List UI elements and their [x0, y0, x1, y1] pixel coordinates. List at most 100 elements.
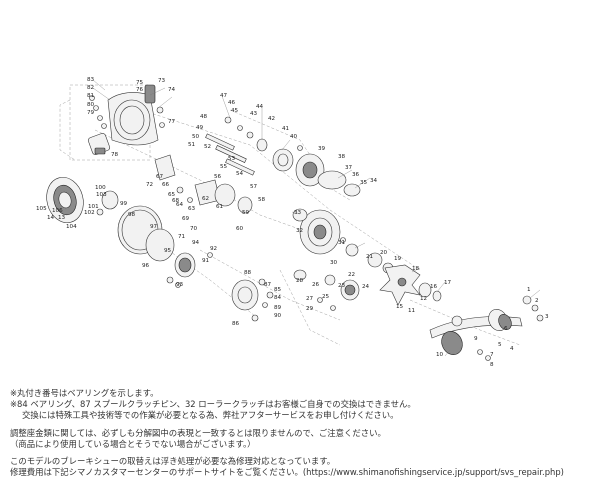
- note-service-request: 交換には特殊工具や技術等での作業が必要となる為、弊社アフターサービスをお申し付け…: [22, 410, 399, 420]
- part-label-44: 44: [256, 104, 264, 110]
- part-label-55: 55: [220, 164, 228, 170]
- part-label-86: 86: [232, 321, 240, 327]
- side-plate-assembly: [46, 177, 213, 288]
- part-label-12: 12: [420, 296, 427, 302]
- part-label-47: 47: [220, 93, 228, 99]
- part-label-97: 97: [150, 224, 158, 230]
- part-label-16: 16: [430, 284, 438, 290]
- part-label-99: 99: [120, 201, 128, 207]
- part-label-49: 49: [196, 125, 204, 131]
- part-label-10: 10: [436, 352, 444, 358]
- part-label-45: 45: [231, 108, 239, 114]
- part-label-80: 80: [87, 102, 95, 108]
- part-label-30: 30: [330, 260, 338, 266]
- part-label-67: 67: [156, 174, 164, 180]
- part-label-33: 33: [294, 210, 302, 216]
- part-label-29: 29: [306, 306, 314, 312]
- part-label-98: 98: [128, 212, 136, 218]
- part-label-21: 21: [366, 254, 374, 260]
- part-label-51: 51: [188, 142, 196, 148]
- part-label-19: 19: [394, 256, 402, 262]
- part-label-4: 4: [510, 346, 514, 352]
- part-label-27: 27: [306, 296, 314, 302]
- note-brake-shoe: このモデルのブレーキシューの取替えは浮き処理が必要な為修理対応となっています。: [10, 456, 336, 466]
- part-label-40: 40: [290, 134, 298, 140]
- part-label-64: 64: [176, 202, 184, 208]
- part-label-104: 104: [66, 224, 77, 230]
- part-label-66: 66: [162, 182, 170, 188]
- part-label-26: 26: [312, 282, 320, 288]
- part-label-52: 52: [204, 144, 211, 150]
- handle-assembly: [379, 264, 544, 361]
- part-label-41: 41: [282, 126, 290, 132]
- note-bearing: ※丸付き番号はベアリングを示します。: [10, 388, 159, 398]
- part-label-69: 69: [182, 216, 190, 222]
- part-label-54: 54: [236, 171, 244, 177]
- part-label-24: 24: [362, 284, 370, 290]
- part-label-85: 85: [274, 287, 282, 293]
- part-label-76: 76: [136, 87, 144, 93]
- part-label-81: 81: [87, 93, 95, 99]
- part-label-72: 72: [146, 182, 153, 188]
- part-label-7: 7: [490, 352, 494, 358]
- part-label-65: 65: [168, 192, 176, 198]
- part-label-25: 25: [322, 294, 330, 300]
- part-label-101: 101: [88, 204, 99, 210]
- part-label-84: 84: [274, 295, 282, 301]
- part-label-22: 22: [348, 272, 355, 278]
- part-label-1: 1: [527, 287, 531, 293]
- part-label-105: 105: [36, 206, 47, 212]
- part-label-35: 35: [360, 180, 368, 186]
- part-label-61: 61: [216, 204, 224, 210]
- part-label-8: 8: [490, 362, 494, 368]
- part-label-70: 70: [190, 226, 198, 232]
- part-label-32: 32: [296, 228, 303, 234]
- part-label-34: 34: [370, 178, 378, 184]
- part-label-57: 57: [250, 184, 258, 190]
- part-label-88: 88: [244, 270, 252, 276]
- frame-assembly: [88, 84, 165, 155]
- note-repair-cost: 修理費用は下記シマノカスタマーセンターのサポートサイトをご覧ください。(http…: [10, 467, 564, 477]
- part-label-11: 11: [408, 308, 416, 314]
- part-label-92: 92: [210, 246, 217, 252]
- part-label-83: 83: [87, 77, 95, 83]
- part-label-78: 78: [111, 152, 119, 158]
- part-label-93: 93: [176, 282, 184, 288]
- part-label-91: 91: [202, 258, 210, 264]
- part-label-77: 77: [168, 119, 176, 125]
- part-label-82: 82: [87, 85, 94, 91]
- part-label-96: 96: [142, 263, 150, 269]
- footer-block: このモデルのブレーキシューの取替えは浮き処理が必要な為修理対応となっています。 …: [10, 456, 595, 478]
- part-label-6: 6: [504, 326, 508, 332]
- assembly-guide-lines: [59, 84, 521, 346]
- part-label-20: 20: [380, 250, 388, 256]
- part-label-18: 18: [412, 266, 420, 272]
- note-no-self-replace: ※84 ベアリング、87 スプールクラッチピン、32 ローラークラッチはお客様ご…: [10, 399, 416, 409]
- exploded-parts-diagram: 83 82 81 80 79 78 77 76 75 73 74 47 46 4…: [36, 77, 549, 368]
- part-label-63: 63: [188, 206, 196, 212]
- leader-lines: [92, 79, 541, 357]
- part-label-53: 53: [228, 156, 236, 162]
- part-label-58: 58: [258, 197, 266, 203]
- part-label-43: 43: [250, 111, 258, 117]
- part-label-38: 38: [338, 154, 346, 160]
- note-washers: 調整座金類に関しては、必ずしも分解図中の表現と一致するとは限りませんので、ご注意…: [10, 428, 386, 438]
- part-label-71: 71: [178, 234, 186, 240]
- part-label-59: 59: [242, 210, 250, 216]
- part-label-62: 62: [202, 196, 209, 202]
- note-washers-usage: （商品により使用している場合とそうでない場合がございます。）: [10, 439, 256, 449]
- part-label-106: 106: [52, 208, 63, 214]
- part-label-31: 31: [338, 240, 346, 246]
- brake-assembly: [231, 278, 274, 322]
- part-label-15: 15: [396, 304, 404, 310]
- part-label-87: 87: [264, 282, 272, 288]
- part-label-60: 60: [236, 226, 244, 232]
- part-label-103: 103: [96, 192, 107, 198]
- part-label-89: 89: [274, 305, 282, 311]
- part-label-68: 68: [172, 198, 180, 204]
- part-number-labels: 83 82 81 80 79 78 77 76 75 73 74 47 46 4…: [36, 77, 549, 368]
- part-label-74: 74: [168, 87, 176, 93]
- part-label-90: 90: [274, 313, 282, 319]
- part-label-95: 95: [164, 248, 172, 254]
- part-label-42: 42: [268, 116, 275, 122]
